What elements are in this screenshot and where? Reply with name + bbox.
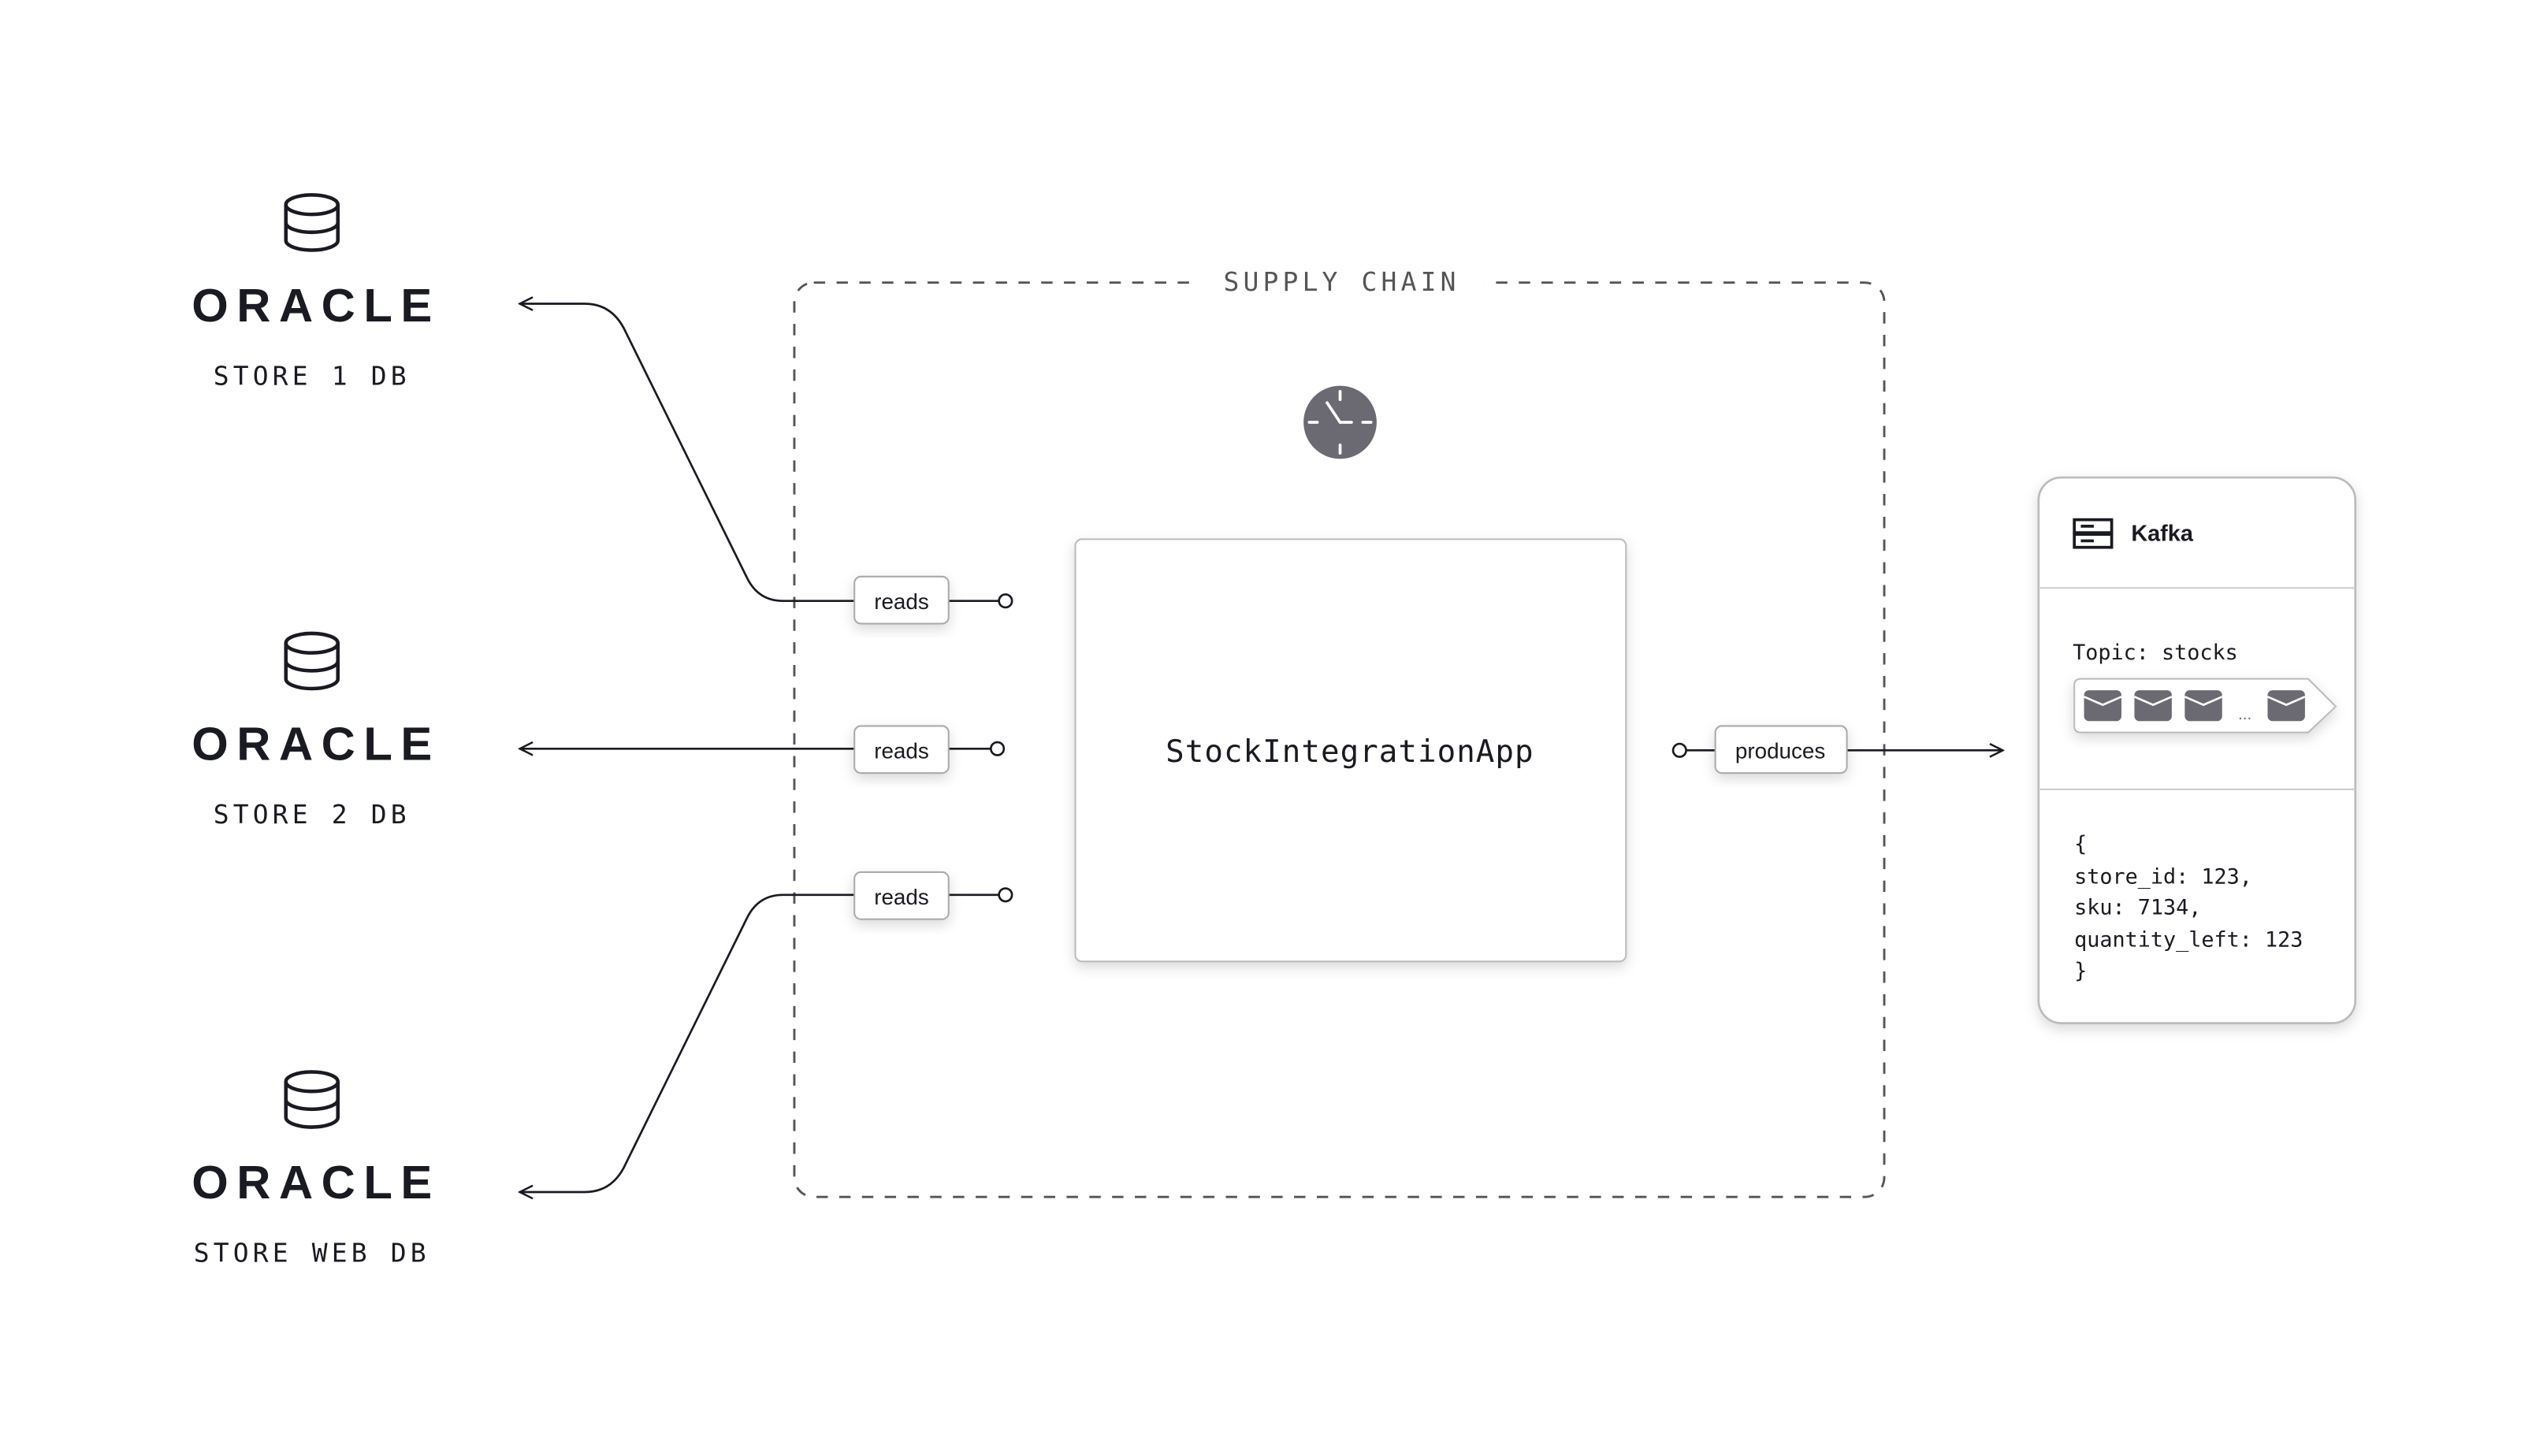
topic-label: Topic: stocks	[2073, 641, 2238, 665]
source-store-1[interactable]: ORACLE STORE 1 DB	[191, 193, 432, 392]
source-store-web[interactable]: ORACLE STORE WEB DB	[191, 1070, 432, 1268]
svg-text:sku: 7134,: sku: 7134,	[2074, 896, 2201, 920]
app-name: StockIntegrationApp	[1166, 734, 1534, 770]
message-icon	[2084, 690, 2122, 722]
oracle-logo: ORACLE	[191, 1156, 432, 1209]
source-label: STORE WEB DB	[194, 1238, 430, 1268]
port	[990, 741, 1006, 756]
source-label: STORE 1 DB	[214, 361, 411, 392]
supply-chain-group: SUPPLY CHAIN	[793, 259, 1886, 1198]
oracle-logo: ORACLE	[191, 718, 432, 771]
svg-text:reads: reads	[874, 739, 929, 763]
edge-label-reads-2: reads	[853, 725, 950, 774]
port	[1671, 742, 1687, 758]
svg-text:reads: reads	[874, 885, 929, 909]
source-store-2[interactable]: ORACLE STORE 2 DB	[191, 631, 432, 830]
database-icon	[284, 1070, 340, 1129]
topic-queue: ...	[2073, 678, 2337, 734]
port	[998, 593, 1013, 609]
edge-store-web	[520, 893, 999, 1192]
group-label: SUPPLY CHAIN	[1224, 266, 1460, 297]
message-icon	[2133, 690, 2173, 722]
kafka-title: Kafka	[2131, 521, 2194, 546]
edge-label-reads-1: reads	[853, 575, 950, 625]
queue-ellipsis: ...	[2238, 705, 2251, 723]
svg-text:}: }	[2074, 959, 2087, 983]
port	[998, 887, 1013, 903]
svg-text:quantity_left: 123: quantity_left: 123	[2074, 928, 2303, 953]
clock-icon	[1303, 385, 1377, 459]
oracle-logo: ORACLE	[191, 279, 432, 332]
edge-label-produces: produces	[1714, 725, 1848, 774]
edge-store-1	[520, 304, 999, 603]
kafka-card[interactable]: Kafka Topic: stocks ... { store_id: 123,…	[2037, 476, 2357, 1024]
edge-label-reads-3: reads	[853, 871, 950, 920]
source-label: STORE 2 DB	[214, 799, 411, 830]
svg-text:{: {	[2074, 832, 2087, 856]
svg-text:store_id: 123,: store_id: 123,	[2074, 864, 2252, 889]
payload-example: { store_id: 123, sku: 7134, quantity_lef…	[2074, 832, 2303, 983]
message-icon	[2184, 690, 2223, 722]
svg-text:produces: produces	[1735, 739, 1825, 763]
server-icon	[2073, 518, 2114, 549]
svg-text:reads: reads	[874, 589, 929, 614]
app-node[interactable]: StockIntegrationApp	[1074, 538, 1627, 963]
database-icon	[284, 631, 340, 691]
message-icon	[2266, 690, 2306, 722]
database-icon	[284, 193, 340, 252]
